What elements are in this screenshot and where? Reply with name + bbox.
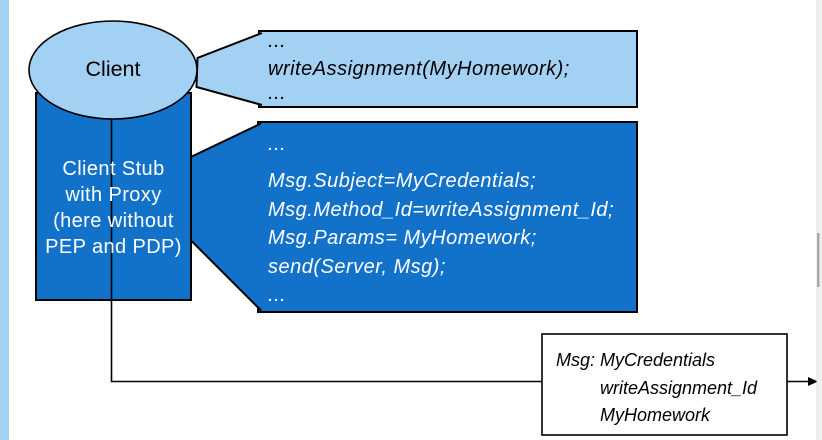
message-value: writeAssignment_Id	[600, 377, 758, 398]
message-flow-line	[110, 119, 542, 383]
message-contents-box	[541, 333, 788, 436]
message-value: MyCredentials	[600, 350, 716, 370]
scrollbar-track[interactable]	[817, 0, 822, 440]
client-stub-box	[35, 92, 192, 301]
callout-client-pointer	[195, 32, 263, 106]
callout-stub-code-text: ... Msg.Subject=MyCredentials; Msg.Metho…	[268, 130, 614, 309]
code-line: ...	[268, 82, 287, 104]
callout-client-code-text: ... writeAssignment(MyHomework); ...	[268, 29, 570, 106]
code-line: Msg.Subject=MyCredentials;	[268, 170, 537, 193]
callout-stub-code-box	[257, 121, 638, 313]
message-values: MyCredentials writeAssignment_Id MyHomew…	[600, 347, 757, 430]
code-line: writeAssignment(MyHomework);	[268, 57, 570, 80]
message-contents: Msg: MyCredentials writeAssignment_Id My…	[556, 347, 757, 430]
code-line: Msg.Method_Id=writeAssignment_Id;	[268, 198, 615, 221]
client-stub-label-line: Client Stub	[62, 158, 165, 180]
callout-stub-pointer	[183, 122, 262, 312]
client-ellipse	[28, 20, 198, 120]
code-line: ...	[268, 133, 287, 155]
message-value: MyHomework	[600, 405, 711, 426]
client-stub-label-line: with Proxy	[65, 184, 162, 206]
left-edge-strip	[0, 0, 9, 440]
code-line: ...	[268, 284, 287, 307]
code-line: ...	[268, 30, 287, 52]
scrollbar-thumb[interactable]	[817, 233, 820, 287]
client-stub-label-line: (here without	[53, 210, 174, 232]
client-stub-label: Client Stub with Proxy (here without PEP…	[36, 156, 191, 260]
client-label: Client	[85, 57, 141, 81]
message-label: Msg:	[556, 350, 596, 370]
client-stub-label-line: PEP and PDP)	[45, 236, 182, 258]
code-line: send(Server, Msg);	[268, 255, 446, 278]
arrow-head-icon	[808, 377, 818, 386]
code-line: Msg.Params= MyHomework;	[268, 227, 537, 250]
